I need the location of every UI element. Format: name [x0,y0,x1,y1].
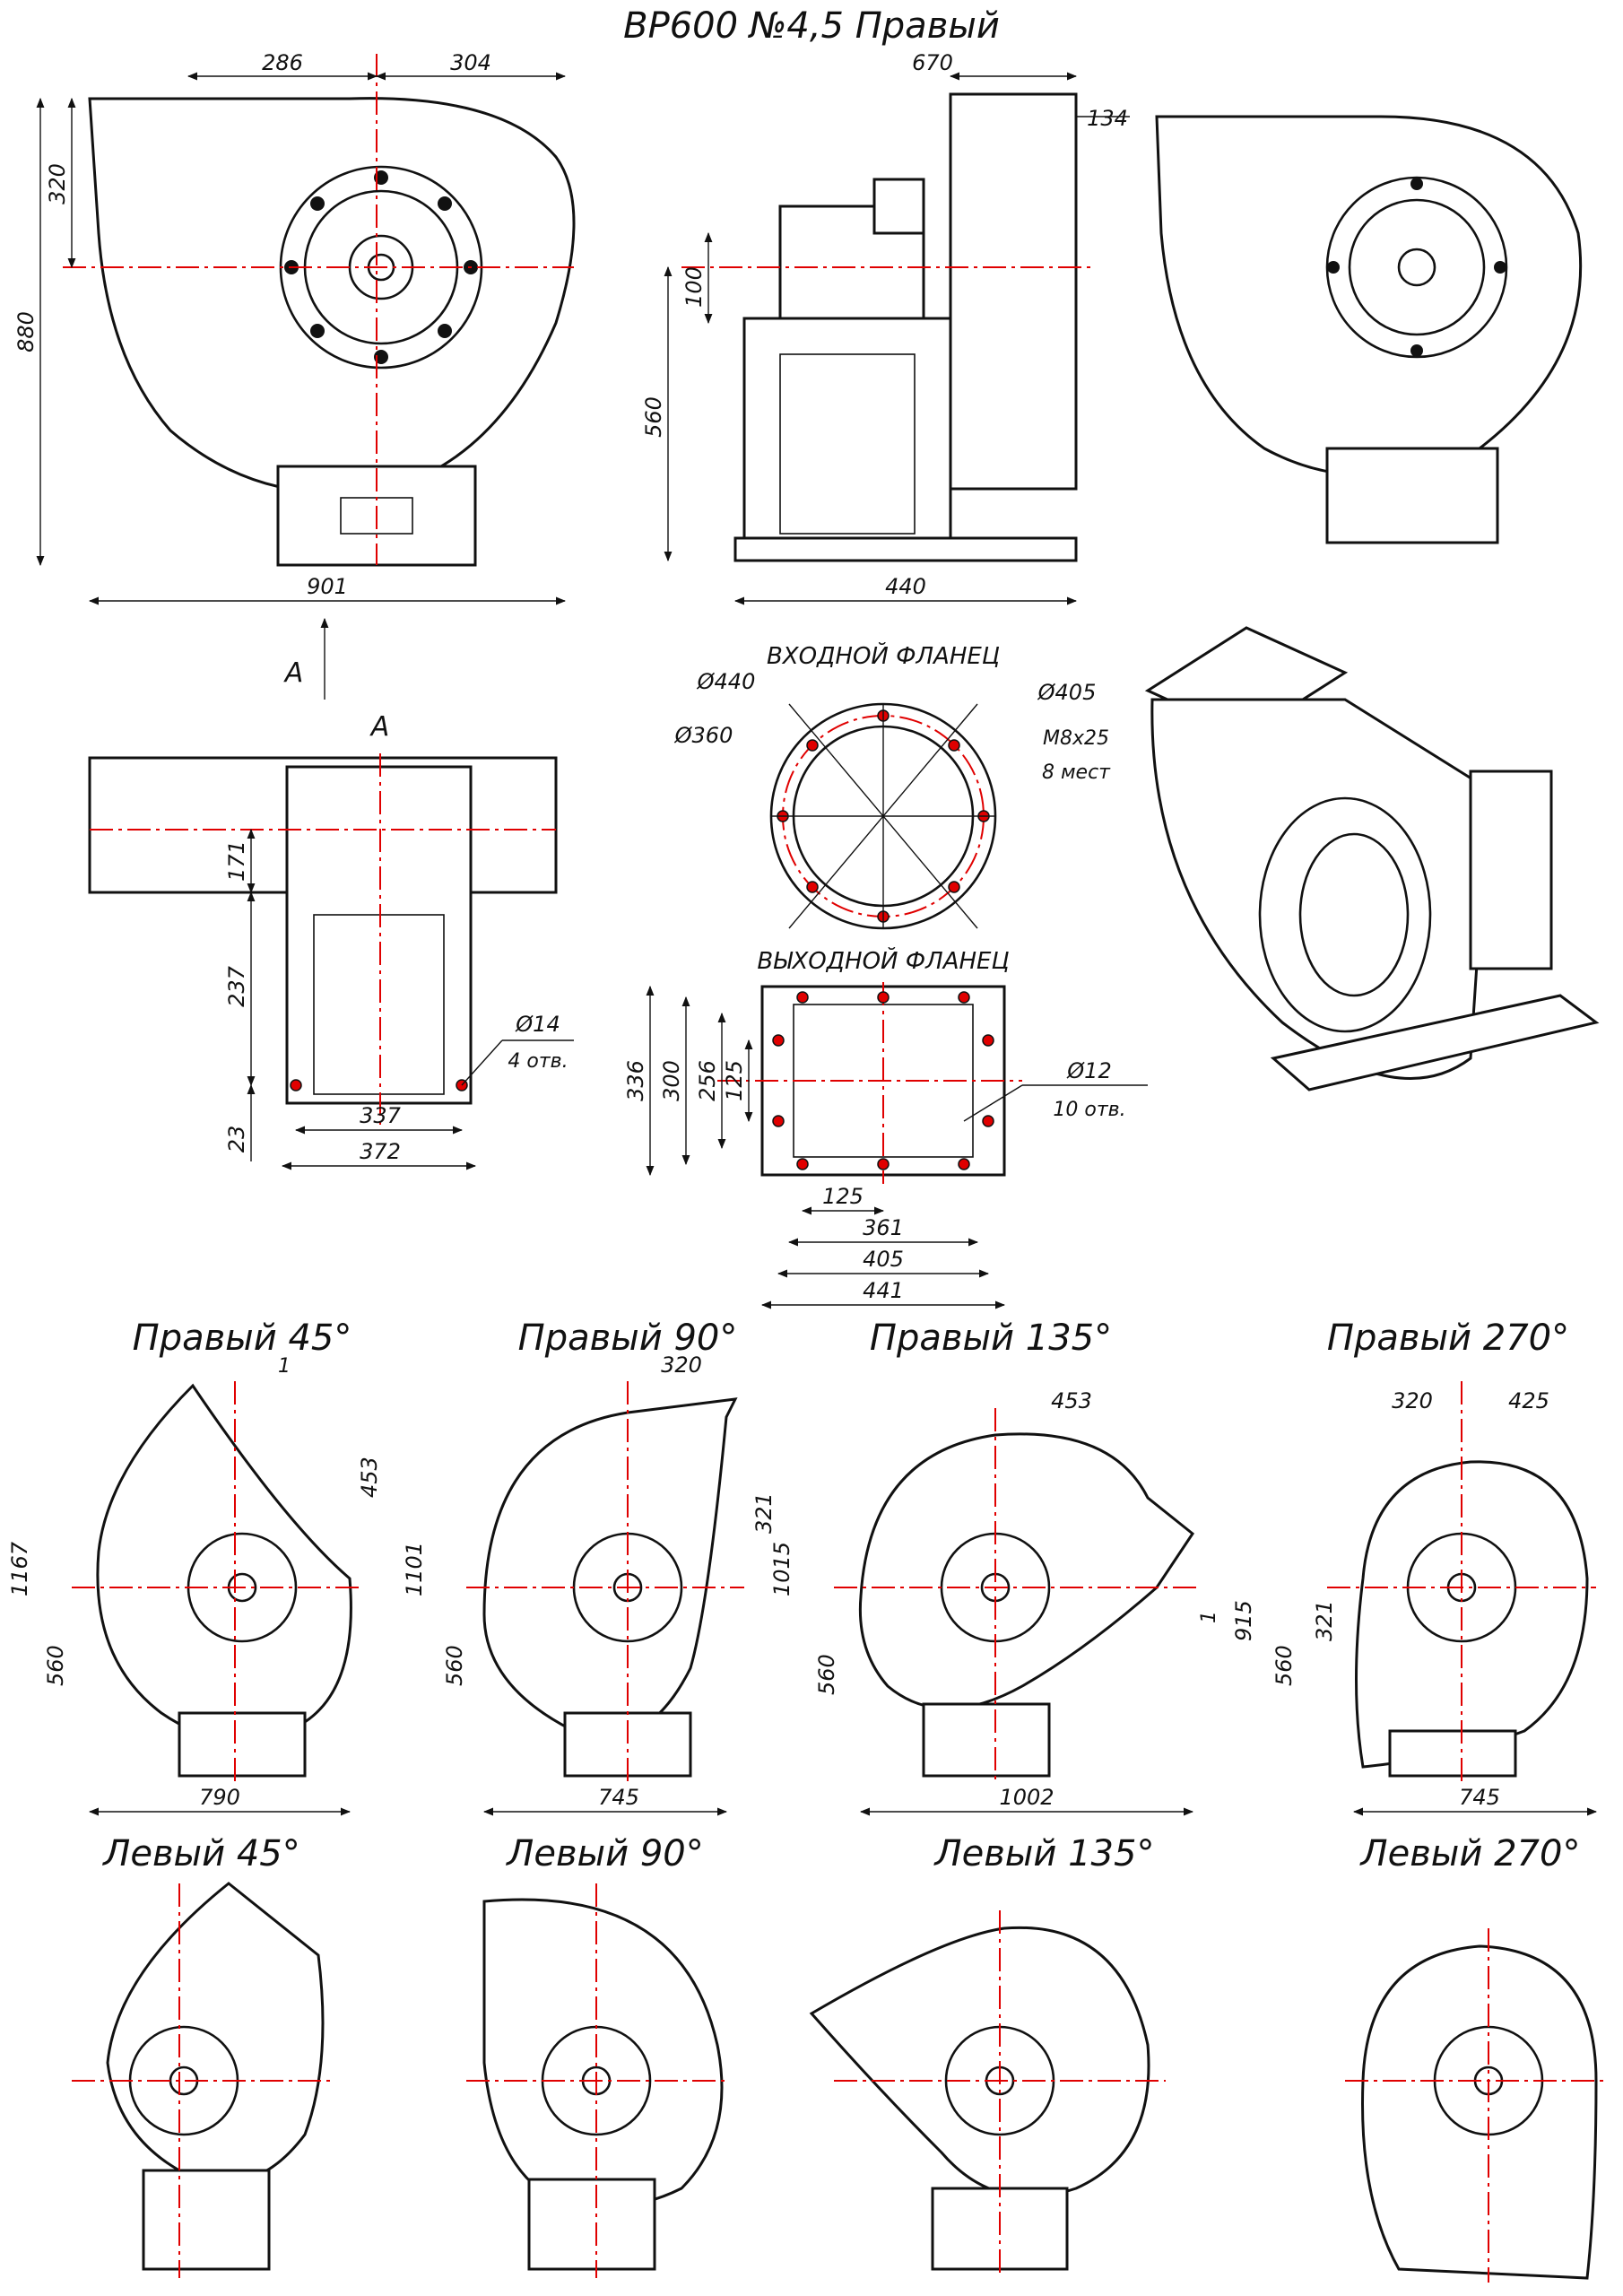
bolt-spec: M8x25 [1043,727,1109,750]
dim-560: 560 [641,396,666,438]
dim-val: 915 [1231,1600,1256,1641]
dim-val: 1015 [769,1542,794,1596]
dim-val: 1 [1198,1611,1220,1623]
variant-label: Правый 270° [1327,1318,1569,1359]
fan-housing-side [949,92,1078,491]
variant-label: Левый 135° [933,1833,1155,1874]
dim-304: 304 [450,50,491,75]
dim-134: 134 [1087,106,1128,131]
out-hole-note: 10 отв. [1053,1099,1125,1121]
dia-440: Ø440 [697,669,756,694]
dim-880: 880 [13,311,39,352]
out-v-256: 256 [695,1060,720,1101]
dim-val: 320 [1392,1388,1433,1413]
dim-val: 453 [1051,1388,1092,1413]
dim-val: 1 [278,1355,291,1378]
hole-note-4: 4 отв. [508,1050,568,1073]
variant-label: Правый 45° [133,1318,352,1359]
variant-label: Правый 90° [518,1318,738,1359]
outlet-flange-title: ВЫХОДНОЙ ФЛАНЕЦ [757,946,1009,975]
hole-dim-14: Ø14 [515,1012,560,1037]
view-a: A A 171 237 23 337 372 Ø14 4 отв. [88,617,574,1170]
bolt-count: 8 мест [1042,761,1111,784]
dim-val: 1167 [7,1541,32,1596]
variant-left-270: Левый 270° [1345,1833,1605,2283]
variant-label: Левый 45° [101,1833,299,1874]
dim-val: 745 [598,1785,639,1810]
dim-val: 560 [814,1654,839,1695]
variant-left-135: Левый 135° [809,1833,1166,2278]
variant-left-90: Левый 90° [466,1833,726,2278]
main-front-view: 286 304 320 880 901 [13,50,576,605]
section-a-label: A [369,711,390,743]
dim-337: 337 [360,1103,402,1128]
dim-171: 171 [224,840,249,882]
inlet-bolt-holes [777,709,990,923]
dia-360: Ø360 [674,723,733,748]
out-h-361: 361 [863,1215,904,1240]
dim-286: 286 [262,50,303,75]
dim-val: 1101 [402,1542,427,1596]
rear-view [1155,115,1583,544]
dim-23: 23 [224,1126,249,1153]
variant-right-45: Правый 45° 1 453 1167 560 790 [7,1318,382,1816]
out-v-336: 336 [623,1060,648,1101]
out-h-441: 441 [863,1278,904,1303]
dim-670: 670 [912,50,953,75]
variant-left-45: Левый 45° [72,1833,332,2278]
dim-440: 440 [885,574,926,599]
dim-val: 560 [1271,1645,1297,1686]
dim-val: 790 [199,1785,240,1810]
dim-val: 1002 [999,1785,1054,1810]
mount-hole [290,1079,302,1091]
dim-val: 560 [442,1645,467,1686]
variant-label: Левый 270° [1359,1833,1581,1874]
out-h-125: 125 [822,1184,864,1209]
dim-val: 560 [43,1645,68,1686]
dim-100: 100 [681,266,707,308]
dim-val: 321 [751,1492,777,1534]
dim-320: 320 [45,163,70,204]
dim-372: 372 [360,1139,401,1164]
outlet-flange-view: ВЫХОДНОЙ ФЛАНЕЦ 336 300 256 125 125 361 … [623,946,1148,1309]
variant-right-135: Правый 135° 453 1015 560 1 915 1002 [769,1318,1256,1816]
out-h-405: 405 [863,1247,904,1272]
dim-237: 237 [224,965,249,1007]
base-frame [742,317,952,549]
arrow-a-label: A [283,657,304,689]
drawing-title: ВР600 №4,5 Правый [623,5,1000,47]
inlet-flange-view: ВХОДНОЙ ФЛАНЕЦ Ø440 Ø405 Ø360 M8x25 8 ме… [674,641,1111,930]
dim-val: 425 [1508,1388,1549,1413]
out-hole-dim: Ø12 [1066,1058,1111,1083]
variant-label: Левый 90° [505,1833,703,1874]
side-view: 670 134 100 560 440 [641,50,1130,605]
variant-label: Правый 135° [870,1318,1112,1359]
isometric-view [1144,626,1600,1091]
out-v-300: 300 [659,1060,684,1101]
dim-val: 321 [1312,1600,1337,1641]
inlet-flange-title: ВХОДНОЙ ФЛАНЕЦ [767,641,1000,670]
outlet-bolt-holes [772,991,994,1170]
dia-405: Ø405 [1037,680,1097,705]
variant-right-270: Правый 270° 320 425 321 560 745 [1271,1318,1598,1816]
dim-901: 901 [307,574,348,599]
dim-val: 320 [661,1352,702,1378]
variant-right-90: Правый 90° 320 321 1101 560 745 [402,1318,777,1816]
out-v-125: 125 [722,1060,747,1101]
dim-val: 453 [357,1457,382,1498]
dim-val: 745 [1459,1785,1500,1810]
